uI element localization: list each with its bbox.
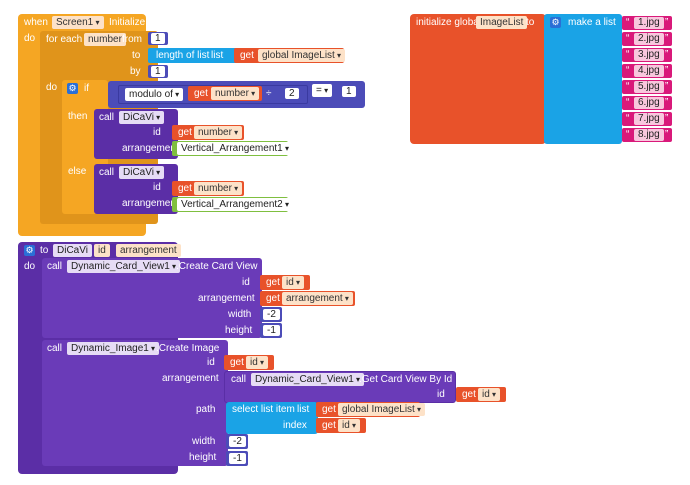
list-item-value[interactable]: 1.jpg	[634, 17, 664, 29]
get-id-image[interactable]: get id	[224, 355, 274, 370]
quote-close: ”	[665, 17, 669, 28]
length-of-list-block[interactable]: length of list list	[148, 48, 246, 63]
list-item-value[interactable]: 5.jpg	[634, 81, 664, 93]
quote-open: “	[626, 97, 630, 108]
make-a-list-block[interactable]: ⚙ make a list	[544, 14, 622, 144]
quote-open: “	[626, 17, 630, 28]
get-id-index[interactable]: get id	[316, 418, 366, 433]
quote-open: “	[626, 113, 630, 124]
to-label: to	[132, 50, 141, 61]
quote-close: ”	[665, 113, 669, 124]
text-block-item[interactable]: “ 5.jpg”	[622, 80, 672, 94]
math-number-card-height[interactable]: -1	[260, 323, 282, 338]
foreach-do-label: do	[46, 82, 58, 93]
text-block-item[interactable]: “ 3.jpg”	[622, 48, 672, 62]
get-id-card[interactable]: get id	[260, 275, 310, 290]
call-get-card-view-by-id[interactable]: call Dynamic_Card_View1 .Get Card View B…	[224, 371, 456, 403]
get-number-modulo[interactable]: get number	[188, 86, 262, 101]
text-block-item[interactable]: “ 4.jpg”	[622, 64, 672, 78]
param-arrangement[interactable]: arrangement	[116, 244, 181, 257]
modulo-dropdown[interactable]: modulo of	[125, 88, 184, 101]
foreach-var-number[interactable]: number	[84, 33, 126, 46]
initialize-global-imagelist[interactable]: initialize global ImageList to	[410, 14, 546, 144]
then-label: then	[68, 111, 88, 122]
get-number-else[interactable]: get number	[172, 181, 244, 196]
divide-label: ÷	[266, 88, 272, 99]
list-item-value[interactable]: 7.jpg	[634, 113, 664, 125]
math-number-compare[interactable]: 1	[338, 84, 360, 99]
foreach-label: for each	[46, 34, 83, 45]
quote-open: “	[626, 129, 630, 140]
global-name-imagelist[interactable]: ImageList	[476, 16, 528, 29]
gear-icon[interactable]: ⚙	[67, 83, 78, 94]
quote-open: “	[626, 33, 630, 44]
get-id-getcard[interactable]: get id	[456, 387, 506, 402]
quote-open: “	[626, 81, 630, 92]
math-number-from[interactable]: 1	[148, 32, 168, 45]
select-list-item-block[interactable]: select list item list index	[226, 402, 318, 434]
component-dropdown-getcard[interactable]: Dynamic_Card_View1	[251, 373, 364, 386]
quote-open: “	[626, 65, 630, 76]
quote-close: ”	[665, 129, 669, 140]
from-label: from	[122, 34, 142, 45]
component-dropdown-card[interactable]: Dynamic_Card_View1	[67, 260, 180, 273]
get-global-imagelist-2[interactable]: get global ImageList	[316, 402, 426, 417]
list-item-value[interactable]: 3.jpg	[634, 49, 664, 61]
text-block-item[interactable]: “ 1.jpg”	[622, 16, 672, 30]
call-create-image[interactable]: call Dynamic_Image1 .Create Image id arr…	[42, 340, 228, 466]
component-vertical-arrangement1[interactable]: Vertical_Arrangement1	[172, 141, 293, 156]
call-create-card-view[interactable]: call Dynamic_Card_View1 .Create Card Vie…	[42, 258, 262, 338]
quote-close: ”	[665, 97, 669, 108]
quote-close: ”	[665, 81, 669, 92]
list-item-value[interactable]: 6.jpg	[634, 97, 664, 109]
else-label: else	[68, 166, 87, 177]
get-arrangement-card[interactable]: get arrangement	[260, 291, 355, 306]
text-block-item[interactable]: “ 8.jpg”	[622, 128, 672, 142]
when-label: when	[24, 17, 48, 28]
quote-close: ”	[665, 65, 669, 76]
text-block-item[interactable]: “ 7.jpg”	[622, 112, 672, 126]
component-dropdown-screen1[interactable]: Screen1	[52, 16, 104, 29]
text-block-item[interactable]: “ 2.jpg”	[622, 32, 672, 46]
math-number-divisor[interactable]: 2	[281, 86, 303, 101]
math-number-by[interactable]: 1	[148, 65, 168, 78]
compare-operator-dropdown[interactable]: =	[312, 84, 333, 97]
text-block-item[interactable]: “ 6.jpg”	[622, 96, 672, 110]
component-vertical-arrangement2[interactable]: Vertical_Arrangement2	[172, 197, 293, 212]
do-label: do	[24, 33, 36, 44]
gear-icon[interactable]: ⚙	[24, 245, 35, 256]
if-label: if	[84, 83, 89, 94]
call-dicavi-else[interactable]: call DiCaVi id arrangement	[94, 164, 179, 214]
quote-close: ”	[665, 49, 669, 60]
quote-open: “	[626, 49, 630, 60]
list-item-value[interactable]: 4.jpg	[634, 65, 664, 77]
list-item-value[interactable]: 2.jpg	[634, 33, 664, 45]
event-name-label: Initialize	[109, 17, 146, 28]
math-number-image-height[interactable]: -1	[226, 451, 248, 466]
call-dicavi-then[interactable]: call DiCaVi id arrangement	[94, 109, 179, 159]
param-id[interactable]: id	[94, 244, 110, 257]
quote-close: ”	[665, 33, 669, 44]
math-number-card-width[interactable]: -2	[260, 307, 282, 322]
by-label: by	[130, 66, 141, 77]
get-global-imagelist-1[interactable]: get global ImageList	[234, 48, 346, 63]
get-number-then[interactable]: get number	[172, 125, 244, 140]
gear-icon[interactable]: ⚙	[550, 17, 561, 28]
proc-dropdown-then[interactable]: DiCaVi	[119, 111, 165, 124]
math-number-image-width[interactable]: -2	[226, 434, 248, 449]
proc-dropdown-else[interactable]: DiCaVi	[119, 166, 165, 179]
procedure-name[interactable]: DiCaVi	[53, 244, 92, 257]
component-dropdown-image[interactable]: Dynamic_Image1	[67, 342, 160, 355]
list-item-value[interactable]: 8.jpg	[634, 129, 664, 141]
